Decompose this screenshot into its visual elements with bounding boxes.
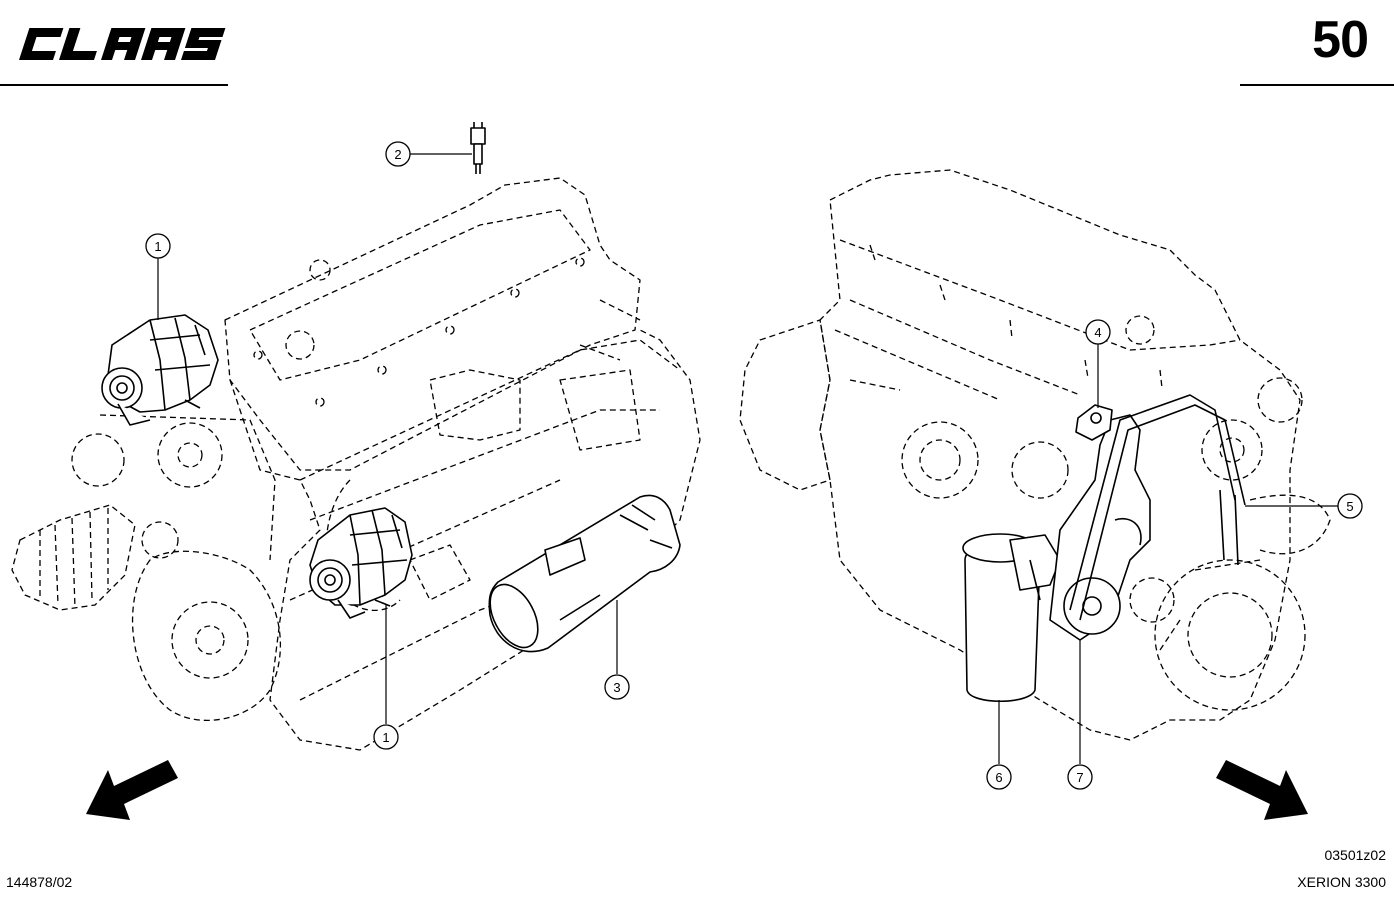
- callout-1-lower: 1: [373, 724, 399, 750]
- callout-4-label: 4: [1094, 325, 1101, 340]
- drive-belt: [1069, 394, 1246, 621]
- temperature-sensor: [470, 122, 486, 174]
- callout-2: 2: [385, 141, 411, 167]
- callout-1-upper: 1: [145, 233, 171, 259]
- callout-6: 6: [986, 764, 1012, 790]
- callout-1-upper-label: 1: [154, 239, 161, 254]
- alternator-upper: [101, 314, 219, 426]
- direction-arrow-left-icon: [86, 760, 178, 820]
- direction-arrow-right-icon: [1216, 760, 1308, 820]
- drawing-number: 144878/02: [6, 874, 73, 890]
- callout-7-label: 7: [1076, 770, 1083, 785]
- oil-filter: [962, 533, 1061, 703]
- callout-1-lower-label: 1: [382, 730, 389, 745]
- callout-7: 7: [1067, 764, 1093, 790]
- callout-2-label: 2: [394, 147, 401, 162]
- header-rule-left: [0, 84, 228, 86]
- callout-3-label: 3: [613, 680, 620, 695]
- claas-logo: [14, 20, 238, 68]
- model-name: XERION 3300: [1297, 874, 1386, 890]
- alternator-lower: [309, 507, 413, 619]
- callout-5-label: 5: [1346, 499, 1353, 514]
- callout-5: 5: [1337, 493, 1363, 519]
- callout-3: 3: [604, 674, 630, 700]
- callout-6-label: 6: [995, 770, 1002, 785]
- page-number: 50: [1312, 11, 1369, 69]
- belt-tensioner: [1049, 414, 1151, 641]
- starter-motor: [488, 494, 681, 653]
- left-engine-outline: [11, 177, 701, 751]
- sensor-bracket: [1075, 404, 1113, 441]
- claas-logo-mark: [19, 28, 226, 60]
- callout-4: 4: [1085, 319, 1111, 345]
- right-engine-outline: [739, 169, 1331, 741]
- figure-code: 03501z02: [1324, 847, 1386, 863]
- header-rule-right: [1240, 84, 1394, 86]
